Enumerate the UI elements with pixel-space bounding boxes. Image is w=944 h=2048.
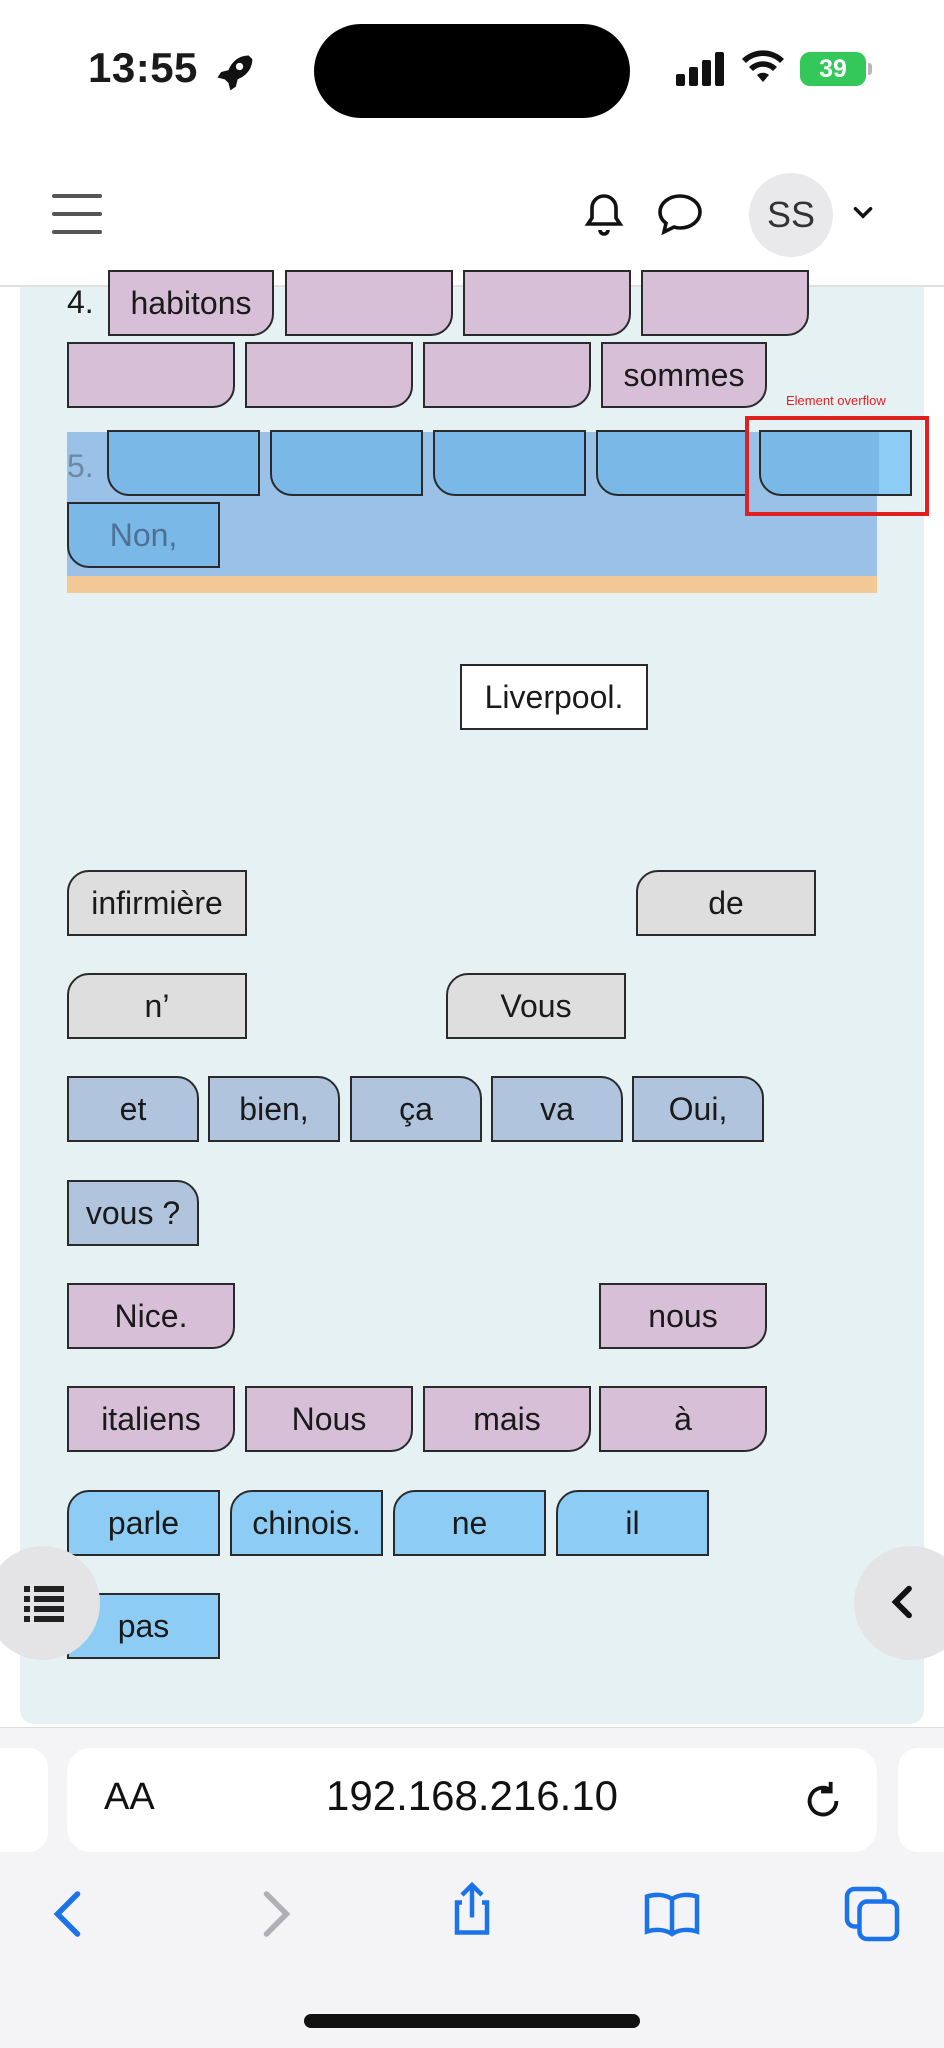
row-5-number: 5. [67, 448, 94, 484]
word-chip[interactable]: vous ? [67, 1180, 199, 1246]
back-icon[interactable] [40, 1884, 100, 1944]
next-tab-pill[interactable] [898, 1748, 944, 1852]
row-4-slot-1[interactable]: habitons [108, 270, 274, 336]
chevron-down-icon[interactable] [850, 200, 876, 226]
chat-bubble-icon[interactable] [656, 192, 704, 236]
row-4-number: 4. [67, 284, 94, 320]
dragging-word[interactable]: Liverpool. [460, 664, 648, 730]
address-bar[interactable] [67, 1748, 877, 1852]
overflow-warning-label: Element overflow [786, 393, 886, 408]
word-chip[interactable]: parle [67, 1490, 220, 1556]
row-5-slot-3[interactable] [433, 430, 586, 496]
word-chip[interactable]: ne [393, 1490, 546, 1556]
word-chip[interactable]: de [636, 870, 816, 936]
word-chip[interactable]: n’ [67, 973, 247, 1039]
share-icon[interactable] [442, 1880, 502, 1940]
avatar[interactable]: SS [749, 173, 833, 257]
row-4-slot-8[interactable]: sommes [601, 342, 767, 408]
chevron-left-icon [891, 1585, 912, 1619]
reload-icon[interactable] [800, 1778, 846, 1824]
word-chip[interactable]: Vous [446, 973, 626, 1039]
battery-icon: 39 [800, 52, 872, 86]
row-5-slot-5[interactable] [759, 430, 912, 496]
word-chip[interactable]: Nous [245, 1386, 413, 1452]
signal-icon [676, 52, 724, 86]
row-4-slot-3[interactable] [463, 270, 631, 336]
word-chip[interactable]: italiens [67, 1386, 235, 1452]
word-chip[interactable]: mais [423, 1386, 591, 1452]
row-5-slot-1[interactable] [107, 430, 260, 496]
word-chip[interactable]: Oui, [632, 1076, 764, 1142]
forward-icon[interactable] [244, 1884, 304, 1944]
word-chip[interactable]: va [491, 1076, 623, 1142]
row-4-slot-5[interactable] [67, 342, 235, 408]
dynamic-island [314, 24, 630, 118]
word-chip[interactable]: et [67, 1076, 199, 1142]
row-4-slot-4[interactable] [641, 270, 809, 336]
row-5-slot-2[interactable] [270, 430, 423, 496]
drop-zone-underline [67, 576, 877, 593]
word-chip[interactable]: Nice. [67, 1283, 235, 1349]
previous-tab-pill[interactable] [0, 1748, 48, 1852]
rocket-icon [217, 55, 253, 91]
word-chip[interactable]: à [599, 1386, 767, 1452]
row-4-slot-6[interactable] [245, 342, 413, 408]
overflow-warning-box [745, 416, 929, 516]
tabs-icon[interactable] [842, 1884, 902, 1944]
word-chip[interactable]: il [556, 1490, 709, 1556]
url-text[interactable]: 192.168.216.10 [326, 1772, 618, 1819]
text-size-button[interactable]: AA [104, 1776, 155, 1818]
row-5-slot-4[interactable] [596, 430, 749, 496]
drawer-toggle-button[interactable] [854, 1546, 944, 1660]
list-icon [24, 1586, 64, 1622]
word-chip[interactable]: ça [350, 1076, 482, 1142]
word-chip[interactable]: nous [599, 1283, 767, 1349]
word-chip[interactable]: chinois. [230, 1490, 383, 1556]
hamburger-menu-icon[interactable] [52, 194, 102, 234]
word-chip[interactable]: bien, [208, 1076, 340, 1142]
word-chip[interactable]: infirmière [67, 870, 247, 936]
wifi-icon [742, 50, 784, 82]
row-5-slot-6[interactable]: Non, [67, 502, 220, 568]
row-4-slot-7[interactable] [423, 342, 591, 408]
status-time: 13:55 [88, 44, 198, 91]
list-toggle-button[interactable] [0, 1546, 100, 1660]
home-indicator [304, 2014, 640, 2028]
bell-icon[interactable] [580, 190, 628, 238]
bookmarks-icon[interactable] [642, 1884, 702, 1944]
row-4-slot-2[interactable] [285, 270, 453, 336]
